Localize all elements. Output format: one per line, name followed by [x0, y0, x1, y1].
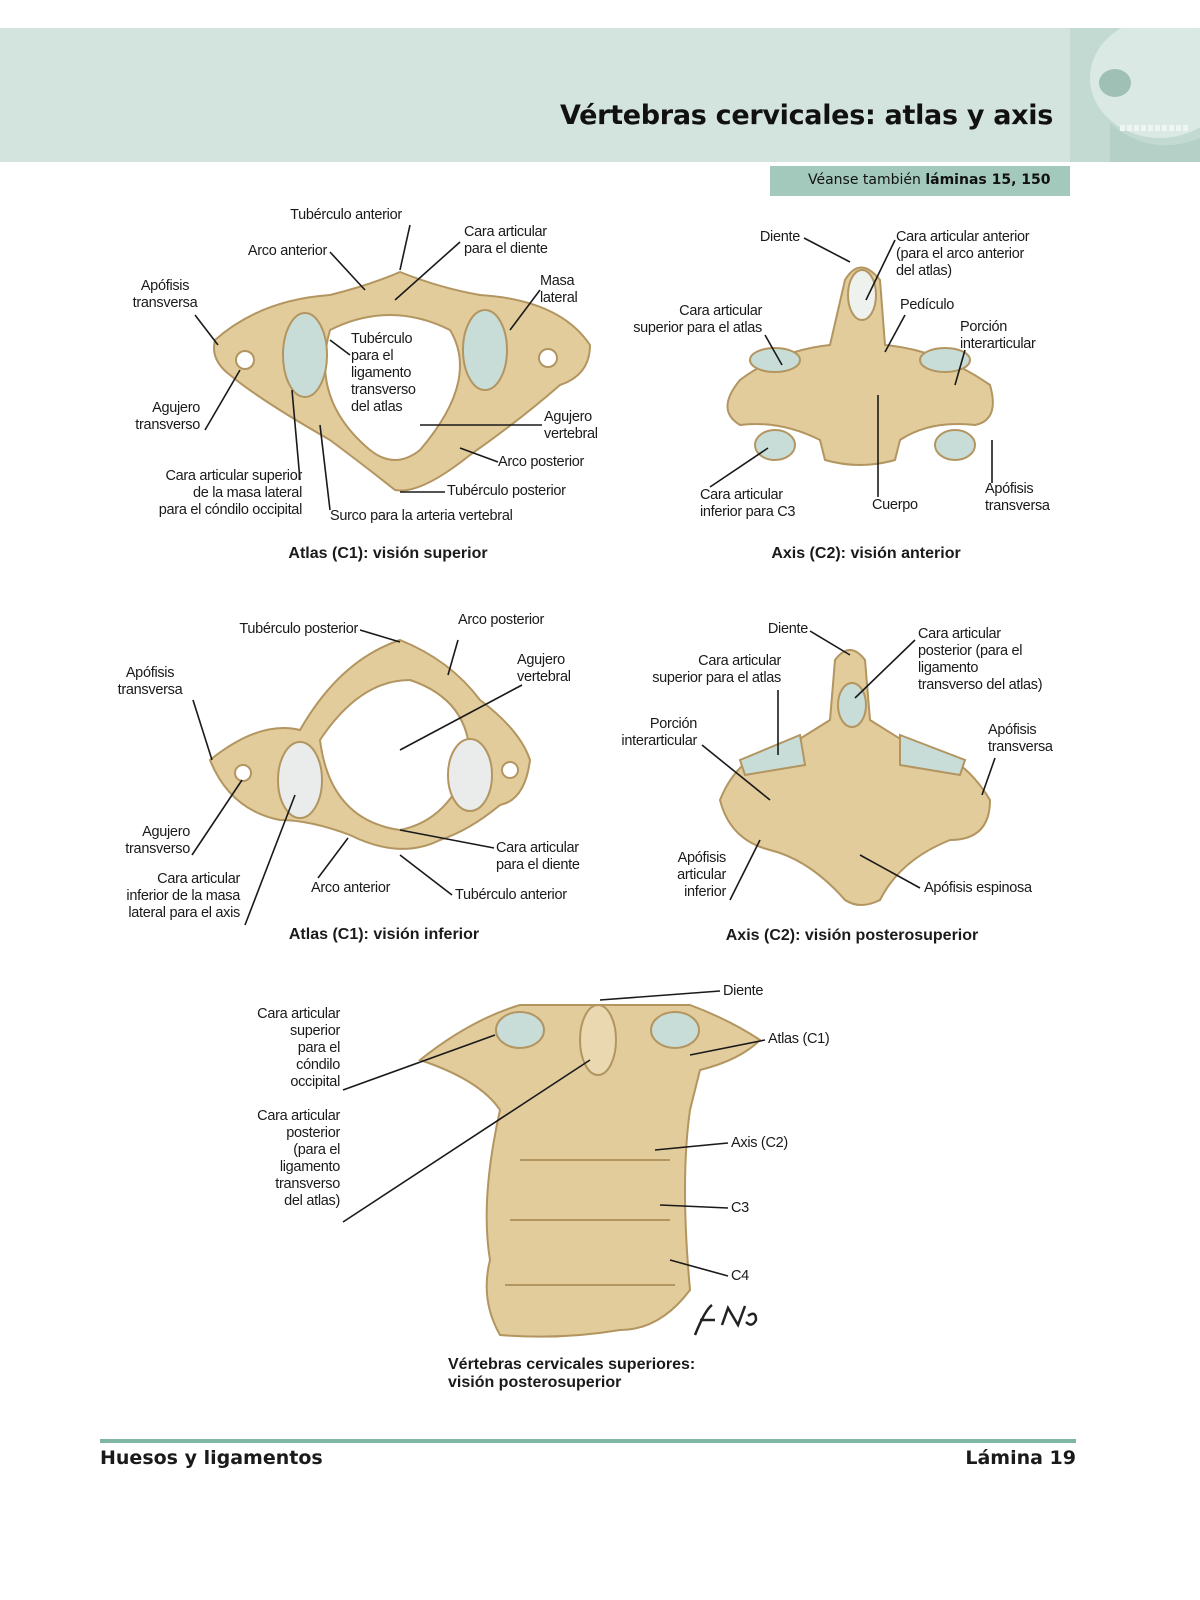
label-cara-articular-posterior: Cara articular posterior (para el ligame…	[918, 626, 1043, 693]
label-cuerpo: Cuerpo	[872, 497, 918, 513]
label-tuberculo-posterior: Tubérculo posterior	[447, 483, 566, 499]
see-also-plates: láminas 15, 150	[925, 172, 1051, 188]
label-porcion-interarticular: Porción interarticular	[960, 319, 1036, 352]
label-tuberculo-anterior: Tubérculo anterior	[290, 207, 402, 223]
label-apofisis-transversa: Apófisis transversa	[117, 665, 183, 698]
label-agujero-transverso: Agujero transverso	[135, 400, 200, 433]
label-cara-articular-superior-atlas: Cara articular superior para el atlas	[652, 653, 781, 686]
caption-axis-anterior: Axis (C2): visión anterior	[771, 545, 961, 562]
header-band	[0, 28, 1200, 162]
atlas-superior-illustration	[213, 270, 592, 492]
label-apofisis-transversa: Apófisis transversa	[985, 481, 1050, 514]
label-apofisis-espinosa: Apófisis espinosa	[924, 880, 1032, 896]
label-cara-articular-superior-atlas: Cara articular superior para el atlas	[633, 303, 762, 336]
label-pediculo: Pedículo	[900, 297, 955, 313]
label-apofisis-transversa: Apófisis transversa	[988, 722, 1053, 755]
footer-plate-number: Lámina 19	[965, 1447, 1076, 1469]
axis-anterior-illustration	[726, 266, 994, 466]
label-cara-articular-inferior-c3: Cara articular inferior para C3	[700, 487, 796, 520]
label-axis-c2: Axis (C2)	[731, 1135, 788, 1151]
label-cara-articular-diente: Cara articular para el diente	[464, 224, 548, 257]
footer-rule	[100, 1439, 1076, 1443]
axis-posterosuperior-illustration	[718, 649, 992, 906]
leader-lines	[191, 224, 996, 1277]
label-cara-articular-anterior: Cara articular anterior (para el arco an…	[896, 229, 1030, 279]
label-agujero-vertebral: Agujero vertebral	[517, 652, 571, 685]
label-c3: C3	[731, 1200, 749, 1216]
label-tuberculo-anterior: Tubérculo anterior	[455, 887, 567, 903]
label-masa-lateral: Masa lateral	[540, 273, 578, 306]
caption-cervicales-superiores: Vértebras cervicales superiores: visión …	[448, 1356, 696, 1391]
label-cara-articular-inferior: Cara articular inferior de la masa later…	[126, 871, 240, 921]
label-tuberculo-ligamento: Tubérculo para el ligamento transverso d…	[351, 331, 416, 415]
label-porcion-interarticular: Porción interarticular	[621, 716, 697, 749]
label-arco-anterior: Arco anterior	[247, 243, 327, 259]
label-c4: C4	[731, 1268, 749, 1284]
page-title: Vértebras cervicales: atlas y axis	[560, 100, 1053, 131]
label-diente: Diente	[767, 621, 808, 637]
label-tuberculo-posterior: Tubérculo posterior	[239, 621, 358, 637]
label-cara-articular-posterior: Cara articular posterior (para el ligame…	[257, 1108, 340, 1209]
label-surco-arteria: Surco para la arteria vertebral	[330, 508, 513, 524]
label-cara-articular-condilo: Cara articular superior para el cóndilo …	[257, 1006, 340, 1090]
skull-thumbnail-image	[1070, 28, 1200, 162]
label-arco-posterior: Arco posterior	[498, 454, 585, 470]
label-diente: Diente	[723, 983, 764, 999]
label-apofisis-articular-inferior: Apófisis articular inferior	[677, 850, 726, 900]
see-also-prefix: Véanse también	[808, 172, 926, 188]
label-apofisis-transversa: Apófisis transversa	[132, 278, 198, 311]
caption-axis-posterosuperior: Axis (C2): visión posterosuperior	[725, 927, 979, 944]
caption-atlas-superior: Atlas (C1): visión superior	[288, 545, 488, 562]
label-agujero-transverso: Agujero transverso	[125, 824, 190, 857]
footer-section: Huesos y ligamentos	[100, 1447, 323, 1469]
label-arco-anterior: Arco anterior	[311, 880, 391, 896]
caption-atlas-inferior: Atlas (C1): visión inferior	[288, 926, 480, 943]
label-agujero-vertebral: Agujero vertebral	[544, 409, 598, 442]
signature-image	[693, 1303, 758, 1336]
label-cara-articular-superior: Cara articular superior de la masa later…	[158, 468, 303, 518]
label-diente: Diente	[759, 229, 800, 245]
label-atlas-c1: Atlas (C1)	[768, 1031, 830, 1047]
see-also-text: Véanse también láminas 15, 150	[808, 172, 1051, 188]
atlas-inferior-illustration	[208, 638, 532, 850]
see-also-bar	[770, 166, 1070, 196]
upper-cervical-illustration	[417, 1004, 762, 1338]
label-arco-posterior: Arco posterior	[458, 612, 545, 628]
label-cara-articular-diente: Cara articular para el diente	[496, 840, 580, 873]
